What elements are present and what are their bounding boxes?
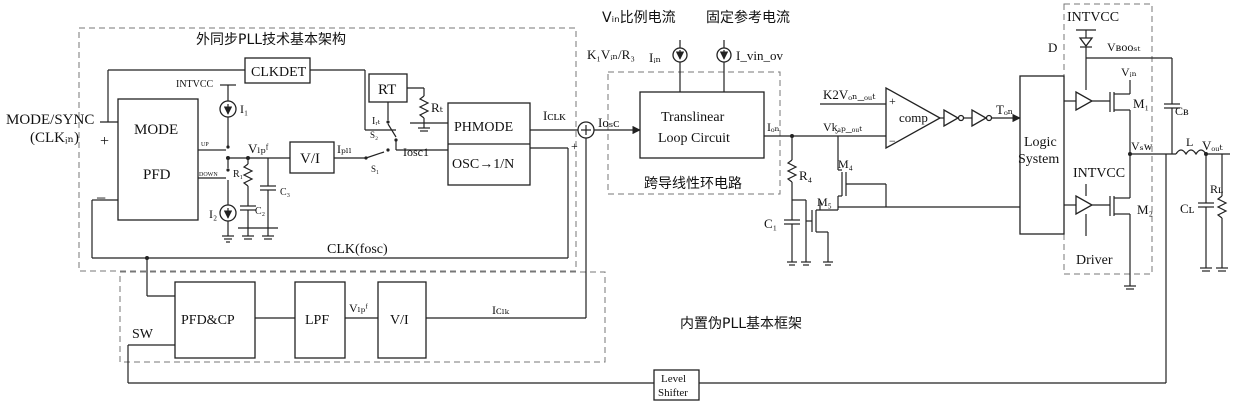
- vcap-out-label: Vᶄₐₚ_ₒᵤₜ: [823, 120, 862, 134]
- intvcc-top-label: INTVCC: [1067, 10, 1119, 25]
- comparator: [885, 86, 942, 150]
- logic-label-1: Logic: [1024, 135, 1057, 150]
- vi-bottom-label: V/I: [390, 313, 409, 328]
- vboost-label: Vʙᴏᴏₛₜ: [1107, 40, 1140, 54]
- comp-plus: +: [889, 94, 896, 108]
- up-label: UP: [201, 142, 209, 148]
- translinear-block: [639, 91, 765, 159]
- rt-block: [368, 73, 408, 103]
- m5-label: M₅: [817, 195, 832, 209]
- m2-label: M₂: [1137, 202, 1153, 217]
- driver-label: Driver: [1076, 253, 1113, 268]
- driver-buffer-high: [1075, 90, 1094, 112]
- driver-buffer-low: [1075, 194, 1094, 216]
- vin-driver-label: Vᵢₙ: [1121, 65, 1137, 79]
- vi-block-top: [289, 141, 335, 174]
- translinear-region: [607, 71, 781, 195]
- pfd-cp-label: PFD&CP: [181, 313, 235, 328]
- lpf-block: [294, 281, 346, 359]
- sw-label: SW: [132, 327, 154, 342]
- k1-expr: K₁Vᵢₙ/R₃: [587, 47, 635, 62]
- vsw-label: Vₛᴡ: [1131, 139, 1153, 153]
- minus-sign: −: [96, 188, 106, 208]
- fixed-ref-current: 固定参考电流: [706, 9, 790, 26]
- i-in-label: Iᵢₙ: [649, 50, 661, 65]
- s1-label: S₁: [371, 164, 379, 174]
- intvcc-mid-label: INTVCC: [1073, 166, 1125, 181]
- vout-label: Vₒᵤₜ: [1202, 138, 1223, 153]
- vlpf-b-label: Vₗₚᶠ: [349, 301, 368, 315]
- ion-label: Iₒₙ: [767, 120, 780, 134]
- clk-in-label: (CLKᵢₙ): [30, 130, 79, 146]
- internal-pll-title: 内置伪PLL基本框架: [680, 315, 802, 332]
- vlpf-label: Vₗₚᶠ: [248, 141, 269, 156]
- ton-label: Tₒₙ: [996, 102, 1013, 117]
- m1-label: M₁: [1133, 96, 1149, 111]
- level-shifter-block: [653, 369, 700, 401]
- cl-label: Cʟ: [1180, 201, 1195, 216]
- translinear-label-1: Translinear: [661, 110, 725, 125]
- iosc-label: Iᴏₛᴄ: [598, 115, 619, 130]
- comp-label: comp: [899, 110, 928, 125]
- plus-sign: +: [100, 133, 109, 150]
- i2-label: I₂: [209, 207, 217, 221]
- internal-pseudo-pll-region: [119, 271, 606, 363]
- c1-label: C₁: [764, 216, 777, 231]
- pfd-cp-block: [174, 281, 256, 359]
- cb-label: Cʙ: [1175, 104, 1189, 118]
- c3-label: C₃: [280, 187, 290, 198]
- mode-block-label: MODE: [134, 122, 178, 138]
- external-pll-title: 外同步PLL技术基本架构: [196, 31, 346, 48]
- ipll-label: Iₚₗₗ: [337, 142, 352, 156]
- lpf-label: LPF: [305, 313, 329, 328]
- iclk-label: Iᴄʟᴋ: [543, 108, 566, 123]
- vin-ratio-current: Vᵢₙ比例电流: [602, 10, 676, 26]
- iosc1-label: Iosc1: [403, 145, 429, 159]
- iclk-b-label: Iᴄₗₖ: [492, 303, 510, 317]
- phmode-label: PHMODE: [454, 120, 513, 135]
- inverter-1: [943, 108, 960, 128]
- c2-label: C₂: [255, 206, 265, 217]
- rl-label: Rʟ: [1210, 182, 1223, 196]
- logic-label-2: System: [1018, 152, 1059, 167]
- l-label: L: [1186, 135, 1193, 149]
- pfd-block-label: PFD: [143, 167, 171, 183]
- logic-system-block: [1019, 75, 1065, 235]
- vi-top-label: V/I: [300, 151, 320, 167]
- down-label: DOWN: [199, 172, 218, 178]
- inductor-l: [1175, 149, 1207, 156]
- d-label: D: [1048, 40, 1057, 55]
- rt-label: RT: [378, 82, 396, 98]
- m4-label: M₄: [838, 157, 853, 171]
- irt-label: Iᵣₜ: [372, 116, 381, 127]
- r1-label: R₁: [233, 169, 243, 180]
- i1-label: I₁: [240, 102, 248, 116]
- s2-label: S₂: [370, 130, 378, 140]
- level-label-2: Shifter: [658, 387, 688, 399]
- i-vin-ov-label: I_vin_ov: [736, 48, 783, 63]
- clkdet-label: CLKDET: [251, 65, 307, 80]
- sum-plus: +: [571, 139, 578, 153]
- clk-fosc-label: CLK(fosc): [327, 242, 388, 257]
- level-label-1: Level: [661, 373, 686, 385]
- comp-minus: −: [889, 134, 896, 148]
- mode-sync-label: MODE/SYNC: [6, 112, 94, 128]
- inverter-2: [971, 108, 988, 128]
- rt-resistor-label: Rₜ: [431, 100, 444, 115]
- r4-label: R₄: [799, 168, 813, 183]
- osc-label: OSC→1/N: [452, 157, 514, 172]
- k2von-label: K2Vₒₙ_ₒᵤₜ: [823, 87, 876, 102]
- intvcc-left-label: INTVCC: [176, 79, 214, 90]
- vi-block-bottom: [377, 281, 427, 359]
- mode-pfd-block: [117, 98, 199, 221]
- boost-diode: [1078, 37, 1094, 48]
- translinear-label-2: Loop Circuit: [658, 131, 730, 146]
- translinear-title: 跨导线性环电路: [644, 176, 742, 192]
